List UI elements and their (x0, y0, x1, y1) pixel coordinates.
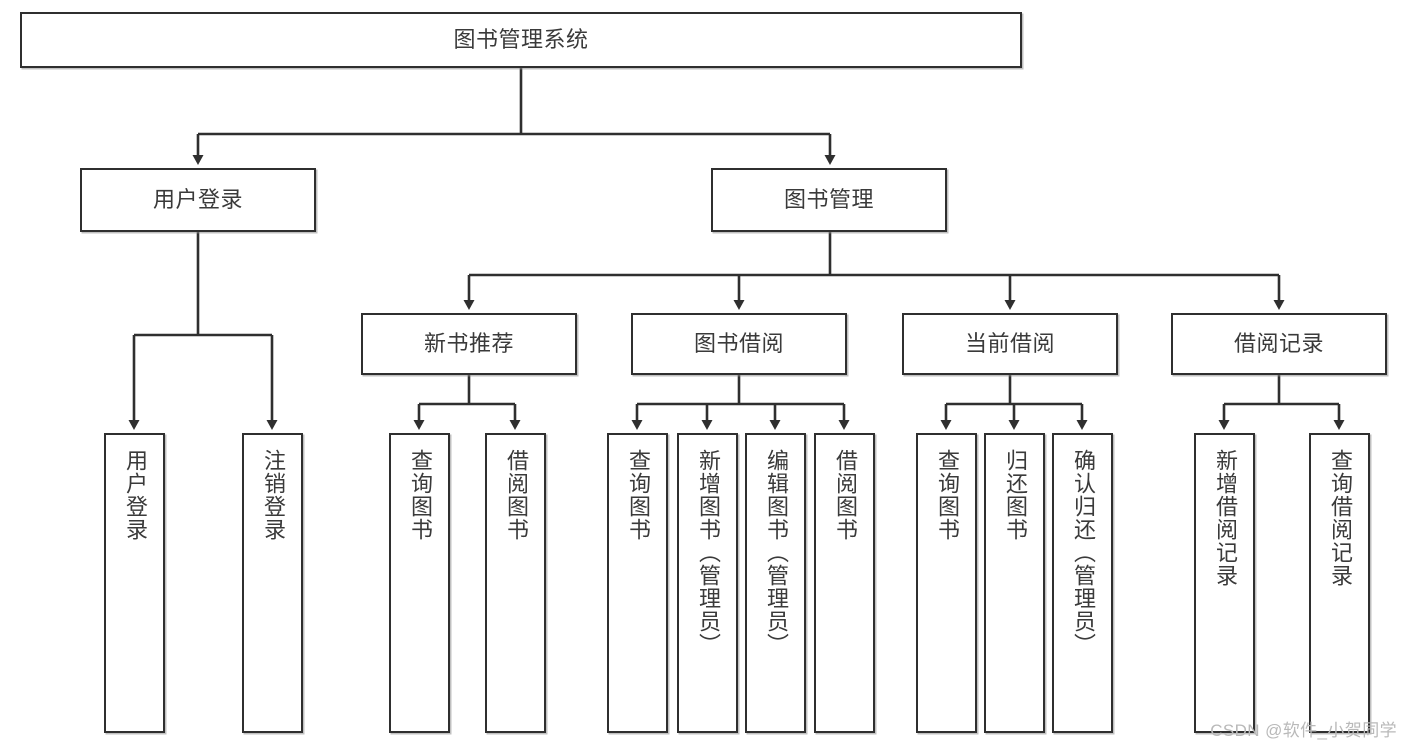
node-label: 借阅图书 (503, 449, 529, 541)
node-label: 注销登录 (260, 449, 286, 541)
leaf-query-book-current[interactable]: 查询图书 (916, 433, 977, 733)
node-user-login[interactable]: 用户登录 (80, 168, 316, 232)
node-label: 查询借阅记录 (1327, 449, 1353, 587)
node-current-borrowing[interactable]: 当前借阅 (902, 313, 1118, 375)
node-book-management[interactable]: 图书管理 (711, 168, 947, 232)
leaf-query-book-borrow[interactable]: 查询图书 (607, 433, 668, 733)
leaf-query-borrow-record[interactable]: 查询借阅记录 (1309, 433, 1370, 733)
node-label: 当前借阅 (964, 331, 1055, 357)
node-label: 查询图书 (407, 449, 433, 541)
leaf-logout[interactable]: 注销登录 (242, 433, 303, 733)
node-label: 用户登录 (152, 187, 243, 213)
node-label: 新增图书（管理员） (695, 449, 721, 656)
node-label: 图书管理系统 (453, 27, 589, 53)
csdn-watermark: CSDN @软件_小贺同学 (1210, 721, 1397, 740)
node-label: 图书借阅 (693, 331, 784, 357)
node-label: 归还图书 (1002, 449, 1028, 541)
node-label: 查询图书 (625, 449, 651, 541)
leaf-return-book[interactable]: 归还图书 (984, 433, 1045, 733)
node-label: 新增借阅记录 (1212, 449, 1238, 587)
node-label: 新书推荐 (423, 331, 514, 357)
leaf-confirm-return-admin[interactable]: 确认归还（管理员） (1052, 433, 1113, 733)
leaf-user-login[interactable]: 用户登录 (104, 433, 165, 733)
node-label: 借阅记录 (1233, 331, 1324, 357)
leaf-edit-book-admin[interactable]: 编辑图书（管理员） (745, 433, 806, 733)
node-label: 编辑图书（管理员） (763, 449, 789, 656)
node-label: 确认归还（管理员） (1070, 449, 1096, 656)
node-label: 借阅图书 (832, 449, 858, 541)
node-root-book-management-system[interactable]: 图书管理系统 (20, 12, 1022, 68)
node-book-borrowing[interactable]: 图书借阅 (631, 313, 847, 375)
leaf-query-book-new[interactable]: 查询图书 (389, 433, 450, 733)
node-new-book-recommendation[interactable]: 新书推荐 (361, 313, 577, 375)
leaf-add-book-admin[interactable]: 新增图书（管理员） (677, 433, 738, 733)
leaf-borrow-book[interactable]: 借阅图书 (814, 433, 875, 733)
node-label: 查询图书 (934, 449, 960, 541)
leaf-add-borrow-record[interactable]: 新增借阅记录 (1194, 433, 1255, 733)
node-label: 用户登录 (122, 449, 148, 541)
node-borrowing-record[interactable]: 借阅记录 (1171, 313, 1387, 375)
leaf-borrow-book-new[interactable]: 借阅图书 (485, 433, 546, 733)
node-label: 图书管理 (783, 187, 874, 213)
